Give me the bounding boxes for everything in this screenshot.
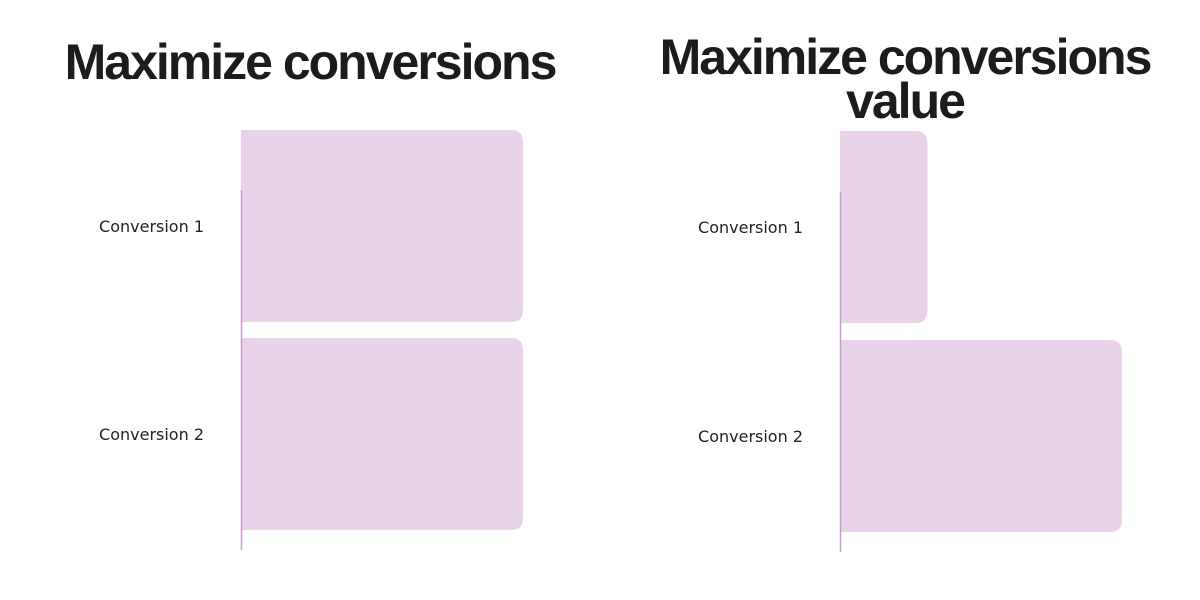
chart-2-category-label-2: Conversion 2 bbox=[698, 427, 803, 446]
chart-2-bar-2 bbox=[840, 340, 1122, 532]
chart-1-category-label-2: Conversion 2 bbox=[99, 425, 204, 444]
chart-1-bar-2 bbox=[241, 338, 523, 530]
chart-2-bar-1 bbox=[840, 131, 928, 323]
chart-2-category-label-1: Conversion 1 bbox=[698, 218, 803, 237]
chart-1-bar-1 bbox=[241, 130, 523, 322]
chart-1-category-label-1: Conversion 1 bbox=[99, 217, 204, 236]
chart-2-title: Maximize conversions value bbox=[659, 29, 1153, 129]
chart-1-title: Maximize conversions bbox=[64, 34, 558, 90]
